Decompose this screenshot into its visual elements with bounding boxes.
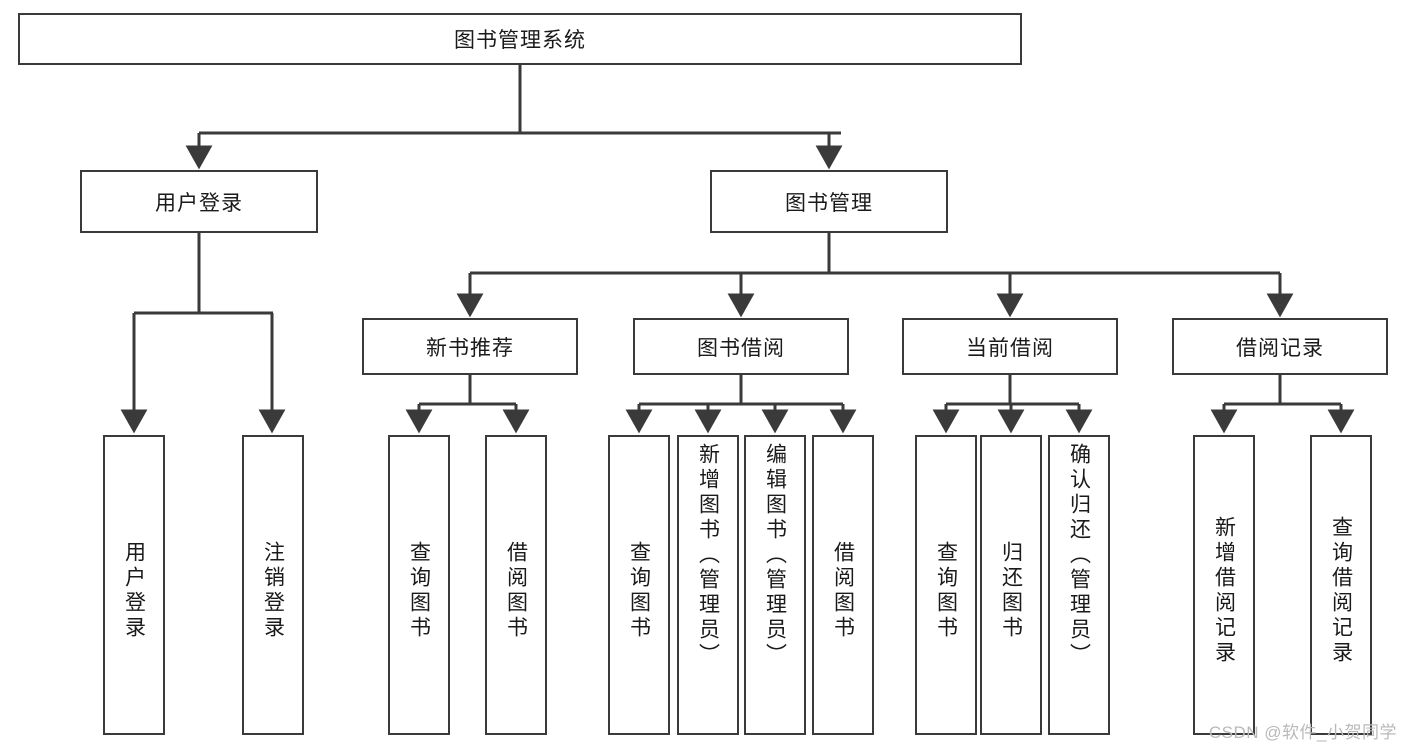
node-current-borrow-label: 当前借阅 xyxy=(966,336,1054,360)
leaf-add-borrow-record[interactable]: 新增借阅记录 xyxy=(1193,435,1255,735)
leaf-confirm-return-admin-label: 确认归还（管理员） xyxy=(1067,443,1091,668)
node-root-label: 图书管理系统 xyxy=(454,29,586,52)
leaf-query-book-current[interactable]: 查询图书 xyxy=(915,435,977,735)
node-user-login-label: 用户登录 xyxy=(155,191,243,215)
node-new-book-recommend-label: 新书推荐 xyxy=(426,336,514,360)
leaf-confirm-return-admin[interactable]: 确认归还（管理员） xyxy=(1048,435,1110,735)
leaf-borrow-book-new-label: 借阅图书 xyxy=(504,541,528,641)
leaf-query-borrow-record-label: 查询借阅记录 xyxy=(1329,516,1353,666)
leaf-return-book[interactable]: 归还图书 xyxy=(980,435,1042,735)
node-borrow-records[interactable]: 借阅记录 xyxy=(1172,318,1388,375)
leaf-return-book-label: 归还图书 xyxy=(999,541,1023,641)
leaf-edit-book-admin-label: 编辑图书（管理员） xyxy=(763,443,787,668)
node-user-login[interactable]: 用户登录 xyxy=(80,170,318,233)
leaf-borrow-book-new[interactable]: 借阅图书 xyxy=(485,435,547,735)
leaf-query-book-new[interactable]: 查询图书 xyxy=(388,435,450,735)
leaf-logout-label: 注销登录 xyxy=(261,541,285,641)
leaf-query-book-borrow-label: 查询图书 xyxy=(627,541,651,641)
leaf-add-book-admin-label: 新增图书（管理员） xyxy=(696,443,720,668)
node-book-management[interactable]: 图书管理 xyxy=(710,170,948,233)
leaf-edit-book-admin[interactable]: 编辑图书（管理员） xyxy=(744,435,806,735)
node-root[interactable]: 图书管理系统 xyxy=(18,13,1022,65)
node-book-borrow-label: 图书借阅 xyxy=(697,336,785,360)
node-new-book-recommend[interactable]: 新书推荐 xyxy=(362,318,578,375)
leaf-query-book-current-label: 查询图书 xyxy=(934,541,958,641)
leaf-logout[interactable]: 注销登录 xyxy=(242,435,304,735)
leaf-lend-book-label: 借阅图书 xyxy=(831,541,855,641)
watermark: CSDN @软件_小贺同学 xyxy=(1208,723,1397,742)
node-current-borrow[interactable]: 当前借阅 xyxy=(902,318,1118,375)
leaf-add-borrow-record-label: 新增借阅记录 xyxy=(1212,516,1236,666)
leaf-query-book-new-label: 查询图书 xyxy=(407,541,431,641)
node-book-borrow[interactable]: 图书借阅 xyxy=(633,318,849,375)
leaf-add-book-admin[interactable]: 新增图书（管理员） xyxy=(677,435,739,735)
leaf-user-login-label: 用户登录 xyxy=(122,541,146,641)
node-borrow-records-label: 借阅记录 xyxy=(1236,336,1324,360)
node-book-management-label: 图书管理 xyxy=(785,191,873,215)
leaf-query-borrow-record[interactable]: 查询借阅记录 xyxy=(1310,435,1372,735)
leaf-user-login[interactable]: 用户登录 xyxy=(103,435,165,735)
leaf-query-book-borrow[interactable]: 查询图书 xyxy=(608,435,670,735)
leaf-lend-book[interactable]: 借阅图书 xyxy=(812,435,874,735)
